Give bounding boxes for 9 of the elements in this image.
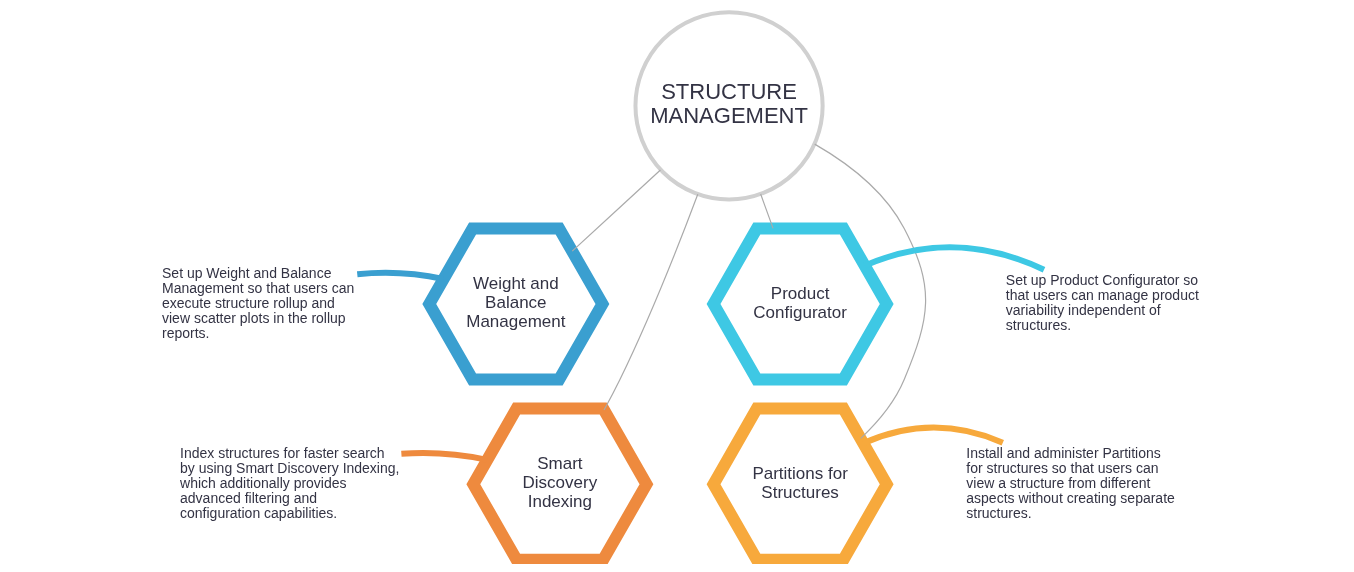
connector bbox=[571, 169, 661, 252]
connector bbox=[759, 193, 774, 229]
node-text: Index structures for faster search by using Smart Discovery Indexing, which additionally provides advanced filtering and configuration capabilities. bbox=[179, 444, 399, 521]
connector bbox=[813, 143, 926, 439]
node-text: Set up Weight and Balance Management so that users can execute structure rollup and view scatter plots in the rollup reports. bbox=[161, 264, 354, 341]
node-circle: STRUCTURE MANAGEMENT bbox=[632, 10, 825, 202]
node-text: Install and administer Partitions for structures so that users can view a structure from different aspects without creating separate structures. bbox=[965, 444, 1175, 521]
connector bbox=[602, 193, 698, 411]
node-text: Set up Product Configurator so that users can manage product variability independent of structures. bbox=[1005, 272, 1199, 334]
